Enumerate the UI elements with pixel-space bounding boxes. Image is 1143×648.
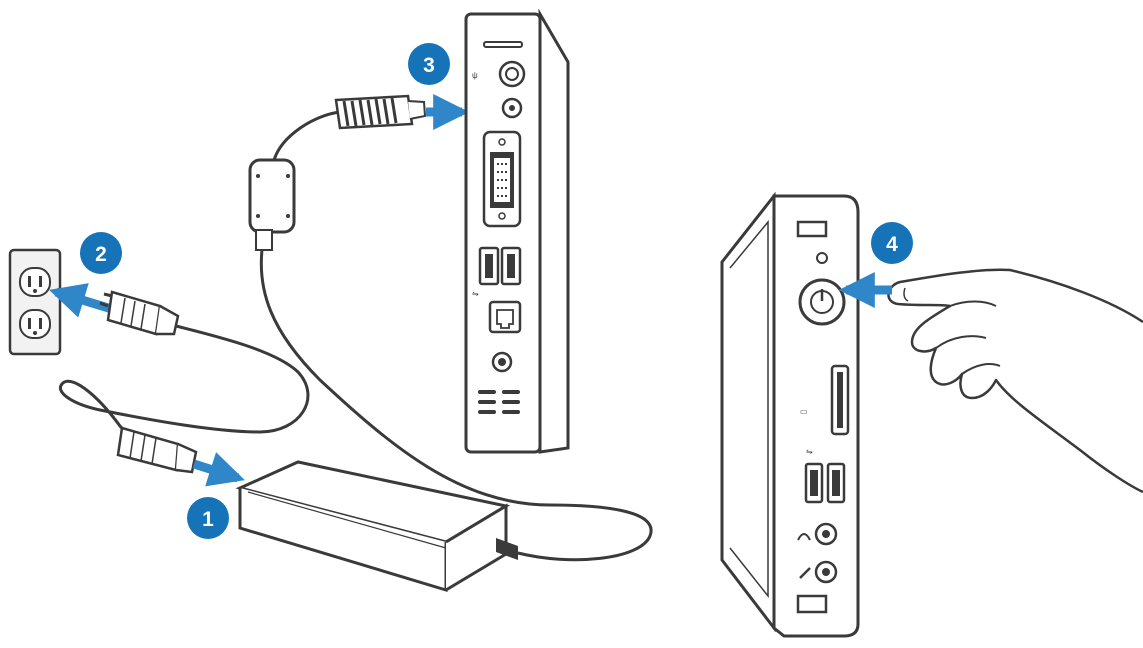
- svg-text:3: 3: [423, 54, 435, 77]
- wall-plug: [99, 290, 180, 336]
- wall-outlet-icon: [8, 248, 62, 356]
- power-button-icon: [798, 278, 846, 326]
- svg-text:4: 4: [886, 233, 898, 256]
- ac-cord: [58, 324, 310, 454]
- arrow-right-icon: [192, 452, 245, 487]
- mini-pc-front-icon: ▭ ⇋: [720, 191, 860, 638]
- dc-plug: [334, 94, 427, 130]
- hand-pressing-icon: [887, 268, 1143, 494]
- ac-connector: [116, 426, 198, 474]
- power-adapter-icon: [235, 460, 518, 593]
- step-badge-1: 1: [187, 497, 229, 539]
- step-badge-2: 2: [80, 232, 122, 274]
- arrow-left-icon: [49, 283, 117, 318]
- svg-text:▭: ▭: [800, 407, 808, 416]
- step-badge-4: 4: [871, 222, 913, 264]
- ferrite-core: [248, 158, 296, 251]
- svg-text:2: 2: [95, 243, 107, 266]
- dc-cord: [259, 249, 653, 562]
- svg-text:⇋: ⇋: [806, 447, 813, 456]
- svg-text:⇋: ⇋: [472, 289, 479, 298]
- mini-pc-rear-icon: ψ ⇋: [464, 8, 570, 454]
- svg-text:1: 1: [202, 508, 214, 531]
- svg-text:ψ: ψ: [472, 71, 478, 80]
- step-badge-3: 3: [408, 43, 450, 85]
- dc-cord-upper: [272, 110, 341, 161]
